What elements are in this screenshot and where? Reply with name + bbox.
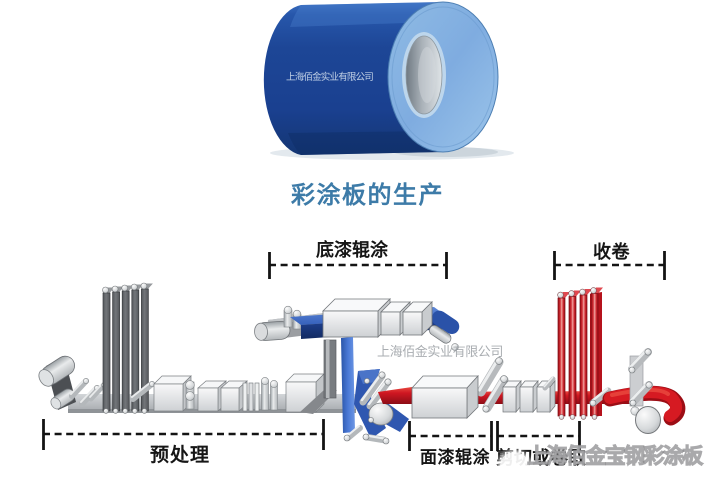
coil-core-hole xyxy=(418,47,436,103)
stage-label-recoiling: 收卷 xyxy=(593,242,630,262)
white-smudge xyxy=(500,452,529,478)
coil-watermark: 上海佰金实业有限公司 xyxy=(286,72,374,83)
s-wrap-rollers xyxy=(476,357,509,413)
coil-core xyxy=(405,35,443,115)
finish-oven-box xyxy=(411,374,479,419)
recoiler xyxy=(602,385,686,434)
conveyor-end-roller xyxy=(254,320,291,341)
bracket-finish-coating xyxy=(408,421,493,451)
entry-accumulator xyxy=(102,282,155,414)
finish-recoil-section xyxy=(378,287,686,434)
bridle-rollers xyxy=(628,348,653,407)
primer-coater-section xyxy=(254,298,460,445)
bracket-primer-coating xyxy=(268,252,448,279)
recoiler-drum xyxy=(635,406,661,434)
curing-boxes xyxy=(502,380,556,413)
diagram-watermark: 上海佰金实业有限公司 xyxy=(377,344,504,359)
page-title: 彩涂板的生产 xyxy=(291,182,444,209)
primer-conveyor-end xyxy=(429,310,460,351)
red-strip-wedge xyxy=(378,387,412,404)
stage-label-primer-coating: 底漆辊涂 xyxy=(316,240,388,260)
strip-down xyxy=(341,337,355,433)
bracket-shear-or-recoil xyxy=(496,421,581,451)
uncoiler xyxy=(38,355,76,410)
coil-face-ring xyxy=(391,6,495,148)
coil-body-sheen xyxy=(290,2,443,27)
primer-coater-stand xyxy=(343,369,409,445)
stage-brackets xyxy=(42,251,666,451)
pretreatment-machines xyxy=(153,373,325,413)
stage-label-pretreatment: 预处理 xyxy=(150,445,211,466)
primer-oven-boxes xyxy=(322,298,433,338)
bracket-recoiling xyxy=(553,251,666,280)
coil-body xyxy=(263,2,443,155)
corner-watermark: 上海佰金宝钢彩涂板 xyxy=(527,445,704,468)
pretreatment-section xyxy=(38,282,356,414)
support-column xyxy=(323,339,337,399)
steel-coil xyxy=(263,1,514,160)
stage-label-finish-coating: 面漆辊涂 xyxy=(420,448,490,467)
coil-body-shade xyxy=(288,131,443,155)
bracket-pretreatment xyxy=(42,419,325,450)
support-column-highlight xyxy=(326,340,330,398)
